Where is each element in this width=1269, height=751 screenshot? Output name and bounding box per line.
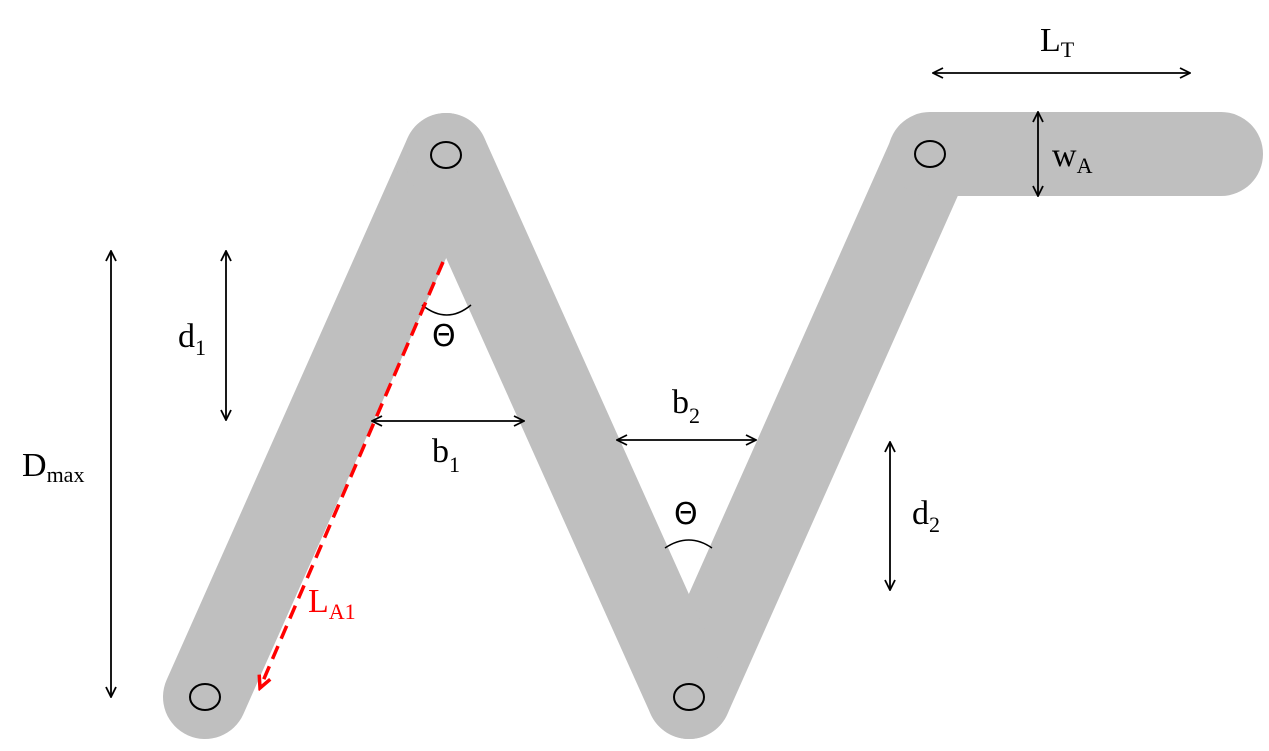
pivot-top-left [430,141,462,169]
label-theta-top: Θ [432,319,456,354]
label-d2: d2 [912,495,940,537]
pivot-bottom-left [189,683,221,711]
link-a1 [163,113,488,739]
dimension-arrows [111,73,1190,697]
pivot-joints [189,140,946,711]
pivot-top-right [914,140,946,168]
link-a2 [404,113,731,739]
label-la1: LA1 [308,583,356,624]
label-d1: d1 [178,318,206,360]
label-dmax: Dmax [22,447,84,487]
label-b1: b1 [432,433,460,477]
link-a3 [647,113,972,739]
pivot-bottom-middle [673,683,705,711]
label-lt: LT [1040,22,1075,62]
theta-arc-bottom [664,539,713,549]
label-b2: b2 [672,384,700,428]
la1-dashed-arrow [260,261,445,688]
label-wa: wA [1052,137,1093,178]
label-theta-bottom: Θ [674,497,698,532]
theta-arc-top [421,304,472,316]
linkage-bars [163,112,1263,739]
